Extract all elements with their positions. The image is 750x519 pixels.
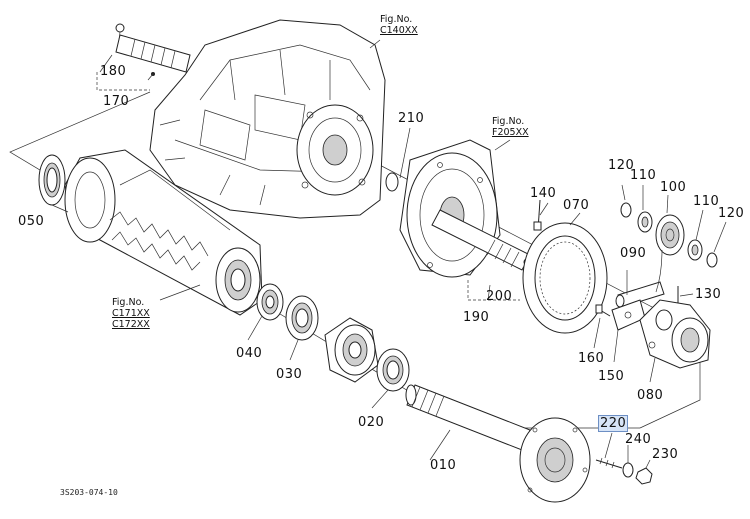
part-label-140[interactable]: 140 [530,186,557,201]
seal-030 [285,295,319,341]
figref-c140-code: C140XX [380,25,418,36]
part-label-210[interactable]: 210 [398,111,425,126]
part-label-130[interactable]: 130 [695,287,722,302]
leader-lines [51,39,727,469]
part-label-020[interactable]: 020 [358,415,385,430]
figref-c140[interactable]: Fig.No. C140XX [380,14,418,36]
drawing-code: 3S203-074-10 [60,488,118,497]
input-shaft [115,23,191,81]
planet-shaft-090 [615,281,665,308]
figref-c172-code: C172XX [112,319,150,330]
leader-170 [96,72,150,91]
leader-190 [467,280,520,301]
planetary-housing [399,139,501,278]
internal-ring-gear [522,222,608,334]
stud-bolt-220 [595,457,623,469]
part-label-160[interactable]: 160 [578,351,605,366]
figref-c171-code: C171XX [112,308,150,319]
pin-140-head [533,221,542,231]
part-label-230[interactable]: 230 [652,447,679,462]
final-drive-housing [64,149,263,316]
figref-f205-code: F205XX [492,127,529,138]
part-label-090[interactable]: 090 [620,246,647,261]
leader-090-curve [655,249,663,293]
part-label-170[interactable]: 170 [103,94,130,109]
part-label-110-right[interactable]: 110 [693,194,720,209]
axle-shaft [405,384,591,503]
nut-230 [635,467,653,485]
figref-c171[interactable]: Fig.No. C171XX C172XX [112,297,150,330]
part-label-080[interactable]: 080 [637,388,664,403]
part-label-030[interactable]: 030 [276,367,303,382]
part-label-120-left[interactable]: 120 [608,158,635,173]
planet-carrier [639,299,711,369]
figref-f205-label: Fig.No. [492,116,525,127]
planet-gear-stack [620,202,718,268]
part-label-180[interactable]: 180 [100,64,127,79]
seal-020 [376,348,410,392]
part-label-220-highlight: 220 [598,415,629,432]
part-label-240[interactable]: 240 [625,432,652,447]
part-label-010[interactable]: 010 [430,458,457,473]
bearing-retainer [324,317,379,383]
part-label-190[interactable]: 190 [463,310,490,325]
washer-240 [622,462,634,478]
o-ring-210 [385,172,399,192]
part-label-200[interactable]: 200 [486,289,513,304]
figref-c140-label: Fig.No. [380,14,413,25]
bolt-160 [595,304,611,317]
bearing-040 [256,283,284,321]
part-label-040[interactable]: 040 [236,346,263,361]
part-label-050[interactable]: 050 [18,214,45,229]
oil-seal-050 [38,154,66,206]
figref-f205[interactable]: Fig.No. F205XX [492,116,529,138]
figref-c171-label: Fig.No. [112,297,145,308]
transmission-case [149,19,386,219]
part-label-100[interactable]: 100 [660,180,687,195]
part-label-220[interactable]: 220 [598,415,629,432]
part-label-070[interactable]: 070 [563,198,590,213]
part-label-150[interactable]: 150 [598,369,625,384]
part-label-110-left[interactable]: 110 [630,168,657,183]
part-label-120-right[interactable]: 120 [718,206,745,221]
